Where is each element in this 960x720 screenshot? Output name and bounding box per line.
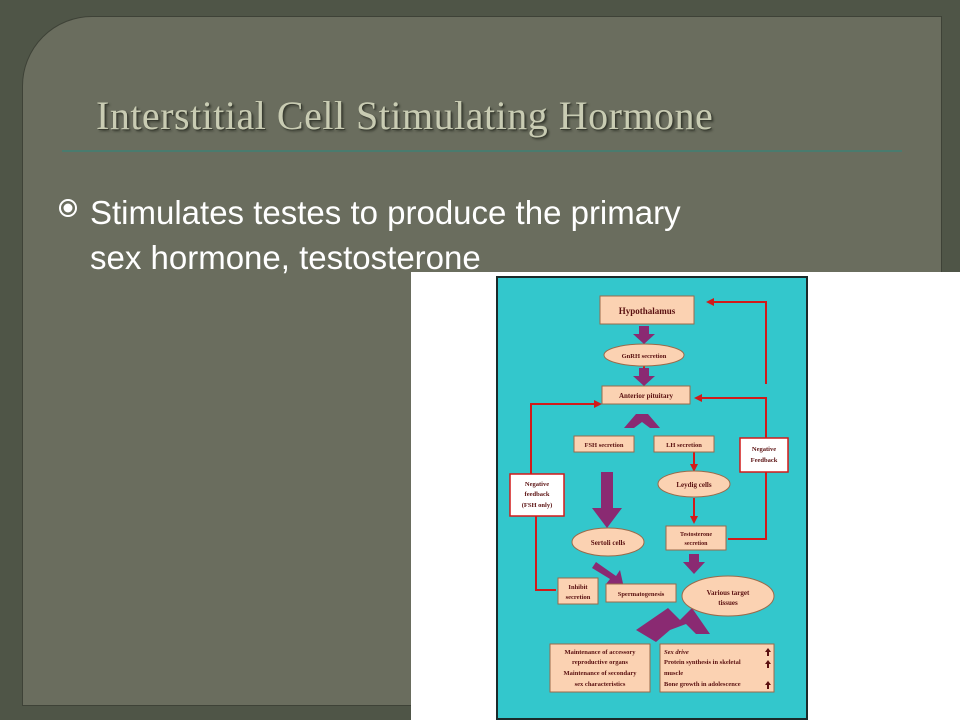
box-right-line-2: Protein synthesis in skeletal (664, 659, 741, 666)
box-left-line-4: sex characteristics (575, 681, 626, 688)
bullet-line-1: Stimulates testes to produce the primary (90, 194, 681, 231)
left-loop-bottom-arrow (535, 516, 556, 591)
testosterone-label-2: secretion (685, 541, 709, 547)
testosterone-to-right-feedback (728, 464, 767, 540)
left-loop-top-arrow (530, 400, 602, 474)
top-loop-arrow (706, 298, 767, 384)
up-arrow-icon (765, 681, 771, 689)
targets-label-2: tissues (718, 599, 738, 607)
node-hypothalamus: Hypothalamus (599, 295, 695, 325)
inhibit-label-2: secretion (566, 594, 591, 601)
sertoli-label: Sertoli cells (591, 539, 626, 547)
node-negative-feedback-left: Negative feedback (FSH only) (509, 473, 565, 517)
neg-fb-left-label-3: (FSH only) (522, 502, 553, 509)
box-right-line-4: Bone growth in adolescence (664, 681, 741, 688)
testosterone-label-1: Testosterone (680, 532, 712, 538)
gnrh-to-pituitary-down-arrow (633, 368, 655, 386)
lh-label: LH secretion (666, 442, 702, 449)
node-sertoli-cells: Sertoli cells (571, 527, 645, 557)
feedback-arrows (530, 298, 767, 591)
inhibit-label-1: Inhibit (568, 584, 588, 591)
box-right-line-3: muscle (664, 670, 683, 677)
box-left-line-3: Maintenance of secondary (564, 670, 638, 677)
circle-bullet-icon (59, 199, 77, 217)
node-accessory-organs-box: Maintenance of accessory reproductive or… (549, 643, 651, 693)
box-left-line-1: Maintenance of accessory (564, 649, 636, 656)
bullet-line-2: sex hormone, testosterone (90, 239, 481, 276)
node-spermatogenesis: Spermatogenesis (605, 583, 677, 603)
hypothalamus-label: Hypothalamus (619, 306, 676, 316)
node-anterior-pituitary: Anterior pituitary (601, 385, 691, 405)
node-lh: LH secretion (653, 435, 715, 453)
hormone-feedback-diagram: Hypothalamus GnRH secretion Anterior pit… (496, 276, 808, 720)
targets-label-1: Various target (707, 589, 750, 597)
node-target-tissues: Various target tissues (681, 575, 775, 617)
sertoli-to-outputs-arrow (592, 562, 624, 588)
leydig-label: Leydig cells (676, 481, 711, 489)
neg-fb-right-label-2: Feedback (751, 457, 778, 464)
anterior-pituitary-label: Anterior pituitary (619, 392, 674, 400)
fsh-to-sertoli-arrow (592, 472, 622, 528)
right-feedback-to-pituitary (694, 394, 767, 438)
bullet-text: Stimulates testes to produce the primary… (90, 190, 890, 280)
node-negative-feedback-right: Negative Feedback (739, 437, 789, 473)
title-divider (62, 150, 902, 152)
box-left-line-2: reproductive organs (572, 659, 628, 666)
fsh-label: FSH secretion (584, 442, 623, 449)
slide-title: Interstitial Cell Stimulating Hormone (96, 93, 714, 138)
node-fsh: FSH secretion (573, 435, 635, 453)
spermatogenesis-label: Spermatogenesis (618, 591, 665, 598)
node-sex-drive-box: Sex drive Protein synthesis in skeletal … (659, 643, 775, 693)
neg-fb-left-label-1: Negative (525, 481, 549, 488)
node-leydig-cells: Leydig cells (657, 470, 731, 498)
testosterone-to-targets-arrow (683, 554, 705, 574)
neg-fb-right-label-1: Negative (752, 446, 776, 453)
node-testosterone: Testosterone secretion (665, 525, 727, 551)
pituitary-split-arrow (624, 414, 660, 428)
neg-fb-left-label-2: feedback (525, 491, 550, 498)
node-gnrh: GnRH secretion (603, 343, 685, 367)
up-arrow-icon (765, 648, 771, 656)
box-right-line-1: Sex drive (664, 649, 689, 656)
up-arrow-icon (765, 660, 771, 668)
hypothalamus-to-gnrh-arrow (633, 326, 655, 344)
node-inhibit-secretion: Inhibit secretion (557, 577, 599, 605)
targets-split-arrow (636, 608, 710, 642)
major-arrows (592, 326, 710, 642)
gnrh-label: GnRH secretion (622, 353, 667, 360)
